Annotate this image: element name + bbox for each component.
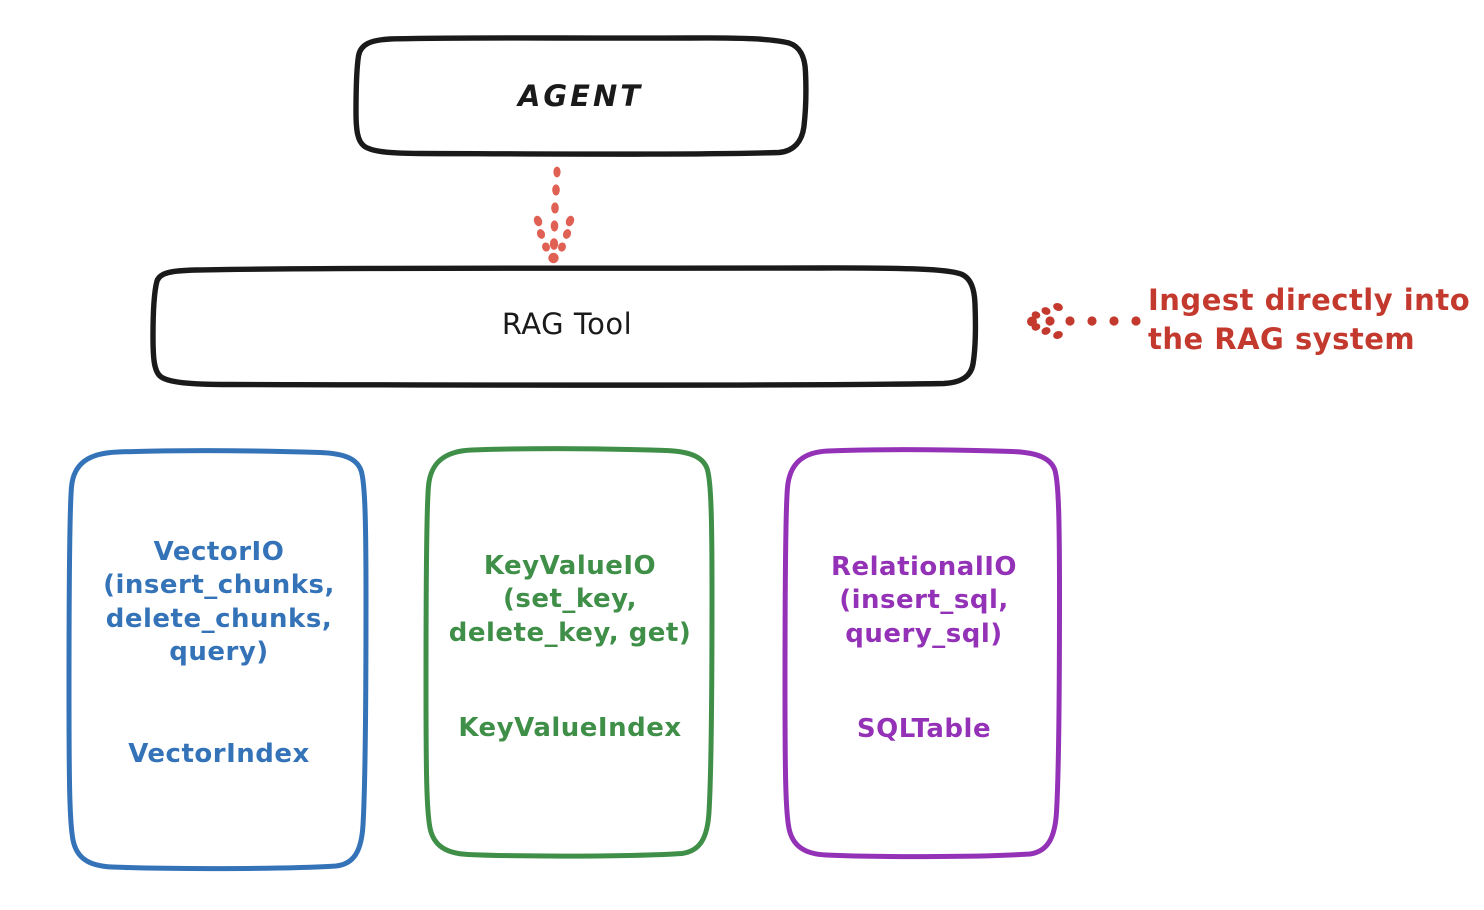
node-keyvalue-io[interactable] [423, 446, 715, 859]
keyvalue-box-outline [423, 446, 715, 859]
node-rag-tool[interactable] [150, 265, 979, 388]
node-vector-io[interactable] [66, 448, 369, 872]
connector-ingest-to-rag [1027, 303, 1141, 339]
node-agent[interactable] [353, 35, 809, 157]
agent-box-outline [353, 35, 809, 157]
connector-agent-to-rag [533, 166, 575, 264]
node-relational-io[interactable] [782, 447, 1062, 860]
relational-box-outline [782, 447, 1062, 860]
vector-box-outline [66, 448, 369, 872]
rag-tool-box-outline [150, 265, 979, 388]
